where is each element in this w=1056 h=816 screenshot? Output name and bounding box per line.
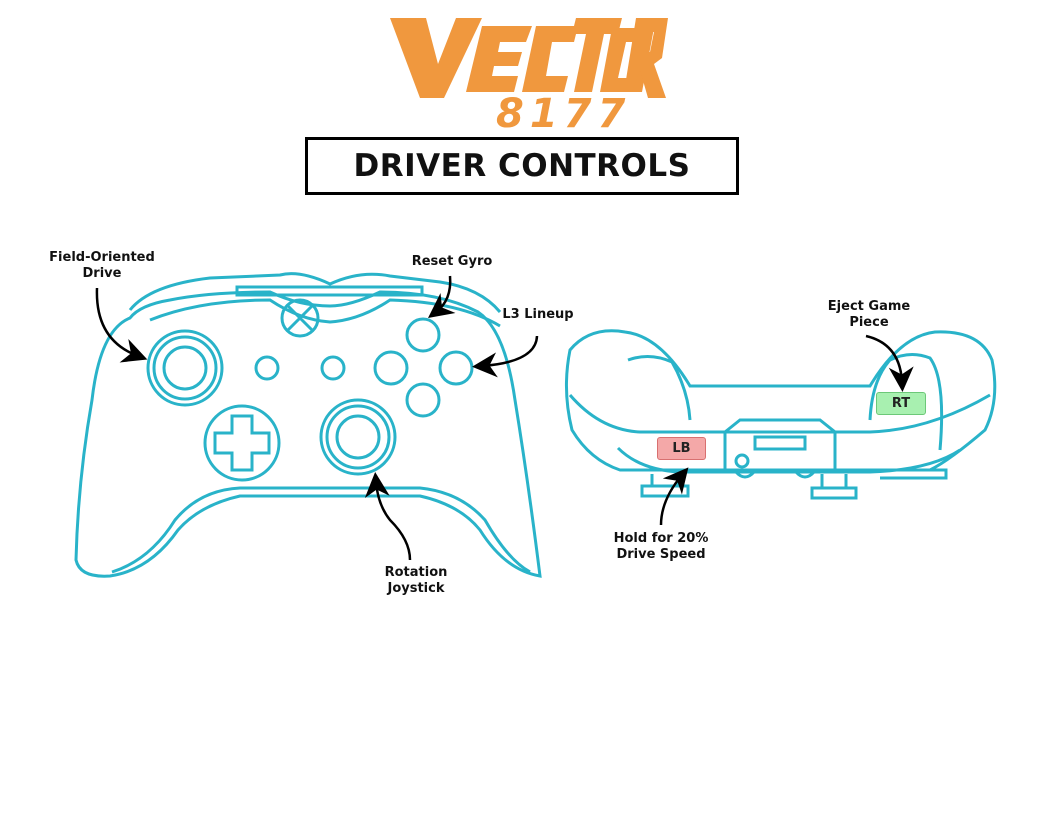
front-controller bbox=[74, 272, 542, 578]
rt-tag-label: RT bbox=[891, 396, 911, 411]
rt-tag: RT bbox=[876, 392, 926, 415]
arrow-hold bbox=[659, 467, 689, 526]
label-rotation-joystick: Rotation Joystick bbox=[384, 565, 448, 596]
logo-number: 8177 bbox=[496, 91, 631, 132]
label-hold-drive-speed: Hold for 20% Drive Speed bbox=[613, 531, 709, 562]
label-reset-gyro: Reset Gyro bbox=[411, 254, 493, 269]
label-field-oriented: Field-Oriented Drive bbox=[49, 250, 155, 281]
arrow-eject bbox=[865, 334, 914, 392]
lb-tag-label: LB bbox=[672, 441, 691, 456]
lb-tag: LB bbox=[657, 437, 706, 460]
label-l3-lineup: L3 Lineup bbox=[502, 307, 574, 322]
top-view-controller bbox=[564, 329, 997, 500]
vector-8177-logo: 8177 bbox=[390, 18, 668, 132]
label-eject-game-piece: Eject Game Piece bbox=[827, 299, 911, 330]
arrow-field-oriented bbox=[95, 287, 148, 363]
arrow-l3-lineup bbox=[472, 335, 539, 378]
annotation-arrows bbox=[95, 275, 914, 561]
title-box: DRIVER CONTROLS bbox=[305, 137, 739, 195]
arrow-reset-gyro bbox=[428, 275, 456, 319]
page-title: DRIVER CONTROLS bbox=[353, 148, 691, 184]
arrow-rotation bbox=[364, 472, 412, 561]
